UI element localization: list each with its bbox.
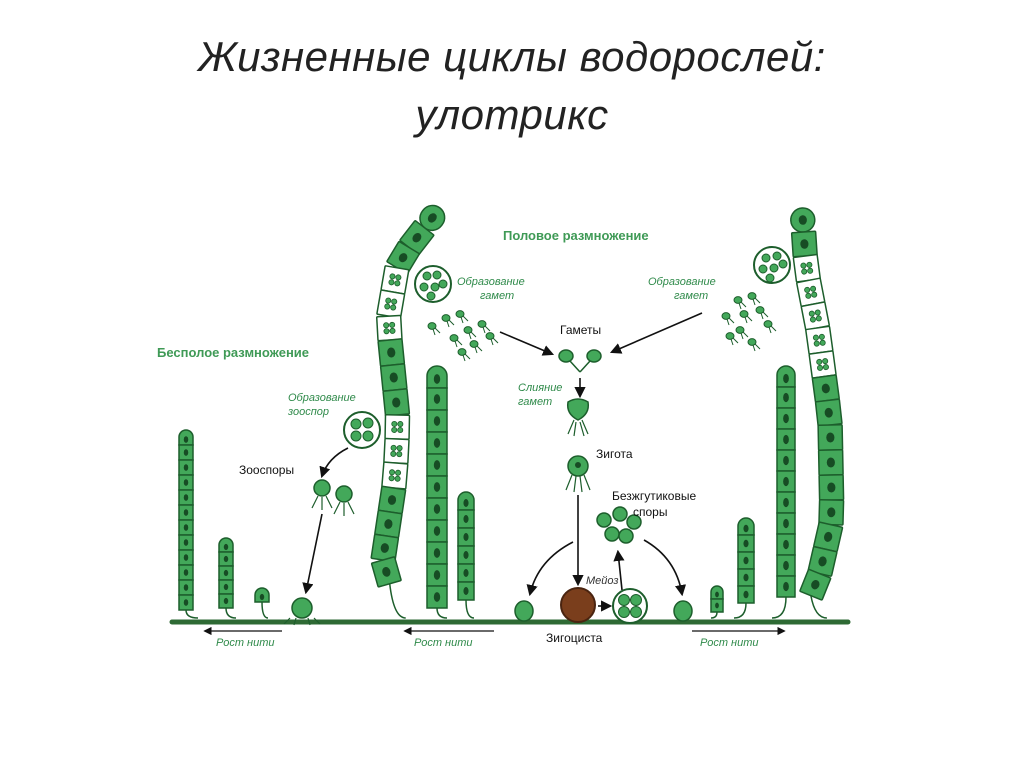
gamete <box>458 349 470 361</box>
gamete <box>736 327 748 339</box>
label-gamete-formation-right-1: Образование <box>648 276 716 288</box>
zygote-cell <box>566 456 590 492</box>
filament-center-right-tall <box>772 366 795 618</box>
meiosis-tetrad <box>613 589 647 623</box>
filament-right-bud <box>711 586 723 618</box>
gamete <box>428 323 440 335</box>
gamete <box>450 335 462 347</box>
label-zoospores: Зооспоры <box>239 463 294 477</box>
gamete <box>764 321 776 333</box>
filament-left-medium <box>219 538 236 618</box>
label-gamete-formation-left-1: Образование <box>457 276 525 288</box>
label-gametes: Гаметы <box>560 323 601 337</box>
filament-right-large-curved <box>790 207 844 618</box>
arrow-left-gametes <box>500 332 552 354</box>
zoosporangium <box>344 412 380 448</box>
gamete-pair <box>559 350 601 372</box>
arrow-zygocyst-left <box>530 542 573 594</box>
gamete <box>442 315 454 327</box>
label-gamete-formation-left-2: гамет <box>480 290 514 302</box>
label-fusion-2: гамет <box>518 396 552 408</box>
filament-center-left-short <box>458 492 474 618</box>
arrow-tetrad-up <box>618 552 622 590</box>
filaments <box>179 201 844 618</box>
label-sexual: Половое размножение <box>503 228 649 243</box>
arrow-spores-right <box>644 540 682 594</box>
label-fusion-1: Слияние <box>518 382 562 394</box>
gamete <box>456 311 468 323</box>
label-growth-2: Рост нити <box>414 637 473 649</box>
fusing-gametes <box>568 399 589 436</box>
zoospores-cells <box>312 480 354 516</box>
gamete <box>470 341 482 353</box>
filament-center-right-short <box>734 518 754 618</box>
filament-center-left-tall <box>427 366 447 618</box>
arrow-right-gametes <box>612 313 702 352</box>
label-aflagellate-2: споры <box>633 505 667 519</box>
gamete <box>748 293 760 305</box>
free-gametes <box>428 293 776 361</box>
filament-far-left <box>179 430 198 618</box>
label-growth-1: Рост нити <box>216 637 275 649</box>
label-zygote: Зигота <box>596 447 633 461</box>
label-growth-3: Рост нити <box>700 637 759 649</box>
label-zoospore-formation-1: Образование <box>288 392 356 404</box>
label-asexual: Бесполое размножение <box>157 345 309 360</box>
gamete <box>734 297 746 309</box>
gamete <box>722 313 734 325</box>
gamete <box>478 321 490 333</box>
gamete <box>740 311 752 323</box>
gamete <box>748 339 760 351</box>
gametangium-left <box>415 266 451 302</box>
label-aflagellate-1: Безжгутиковые <box>612 489 696 503</box>
gamete <box>726 333 738 345</box>
filament-left-bud <box>255 588 269 618</box>
label-gamete-formation-right-2: гамет <box>674 290 708 302</box>
label-zoospore-formation-2: зооспор <box>287 406 329 418</box>
arrow-zoosporangium <box>322 448 348 476</box>
gamete <box>486 333 498 345</box>
gamete <box>464 327 476 339</box>
zygocyst-cell <box>561 588 595 622</box>
gamete <box>756 307 768 319</box>
label-zygocyst: Зигоциста <box>546 631 603 645</box>
gametangium-right <box>754 247 790 283</box>
arrow-zoospore-down <box>306 514 322 592</box>
label-meiosis: Мейоз <box>586 575 619 587</box>
